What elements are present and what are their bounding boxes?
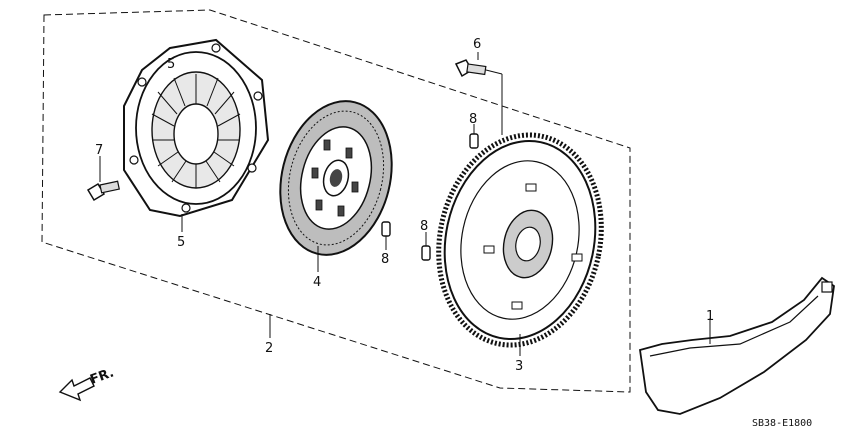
callout-5-lower: 5 xyxy=(177,235,185,250)
callout-5: 5 xyxy=(167,57,175,72)
callout-6: 6 xyxy=(473,37,481,52)
callout-2: 2 xyxy=(265,341,273,356)
callout-8-bottom: 8 xyxy=(381,252,389,267)
flywheel xyxy=(436,132,604,348)
diagram-code: SB38-E1800 xyxy=(752,418,812,429)
clutch-kit-boundary xyxy=(41,9,631,393)
clutch-disc xyxy=(279,100,393,256)
callout-1: 1 xyxy=(706,309,714,324)
callout-8-middle: 8 xyxy=(420,219,428,234)
front-direction-label: FR. xyxy=(88,365,116,387)
dowel-pin-bottom xyxy=(421,245,431,261)
dowel-pin-middle xyxy=(381,221,391,237)
bolt-7 xyxy=(86,180,120,202)
callout-4: 4 xyxy=(313,275,321,290)
leader-lines xyxy=(99,52,711,356)
bolt-6 xyxy=(454,59,503,135)
dowel-pin-top xyxy=(469,133,479,149)
callout-8-top: 8 xyxy=(469,112,477,127)
front-direction-arrow: FR. xyxy=(58,365,116,402)
callout-3: 3 xyxy=(515,359,523,374)
pressure-plate xyxy=(123,38,270,218)
callout-7: 7 xyxy=(95,143,103,158)
clutch-cover-shield xyxy=(638,276,835,415)
